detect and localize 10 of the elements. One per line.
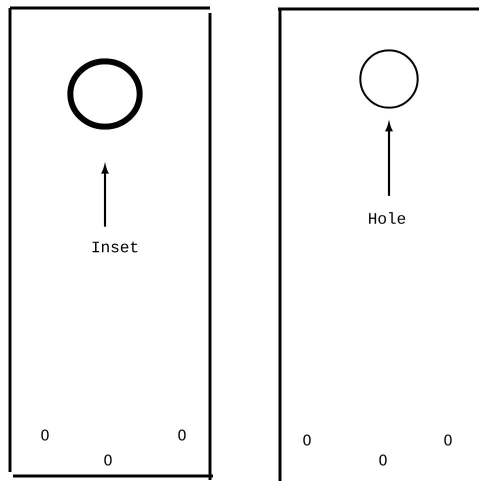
zero-label: 0 <box>41 429 49 441</box>
hole-circle <box>359 49 419 109</box>
zero-label: 0 <box>379 454 387 466</box>
zero-label: 0 <box>104 454 112 466</box>
zero-label: 0 <box>303 434 311 446</box>
zero-label: 0 <box>178 429 186 441</box>
ring-drawing <box>67 58 143 130</box>
zero-label: 0 <box>444 434 452 446</box>
callout-text: Inset <box>92 242 138 252</box>
callout-text: Hole <box>369 212 406 224</box>
